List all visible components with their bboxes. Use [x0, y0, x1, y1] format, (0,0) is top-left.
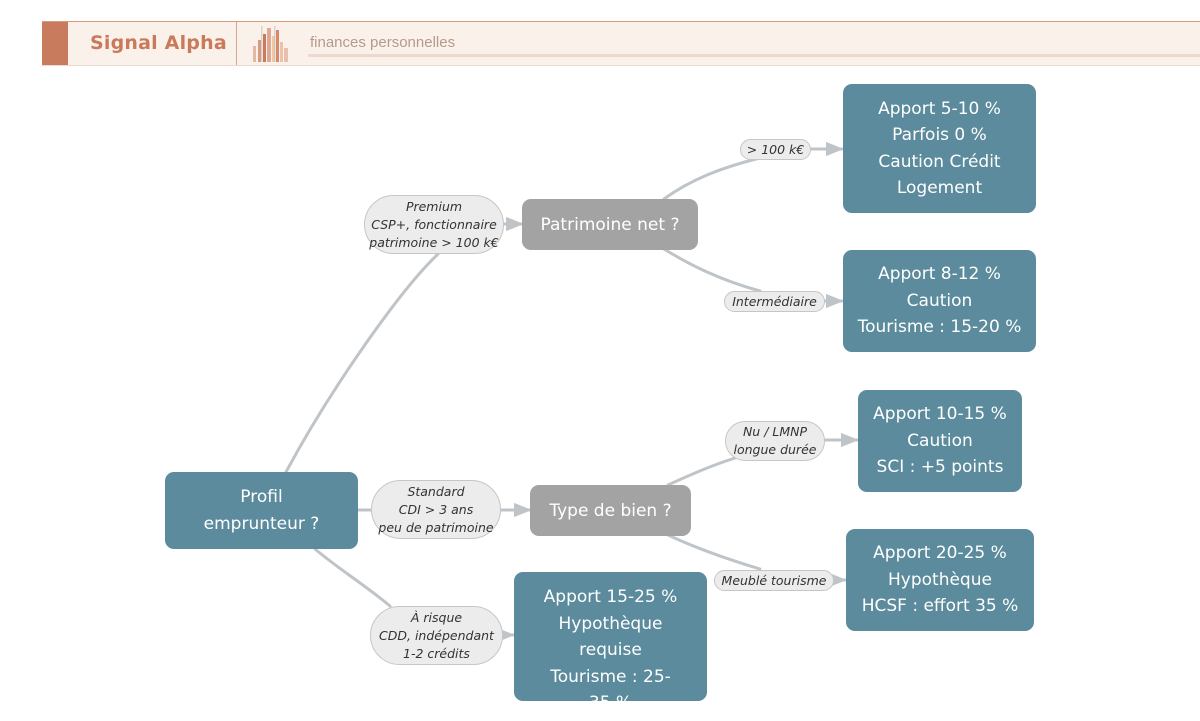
edge-root-risque — [313, 547, 392, 608]
header-rule — [308, 54, 1200, 57]
outcome-node-premium-high[interactable]: Apport 5-10 % Parfois 0 % Caution Crédit… — [843, 84, 1036, 213]
edge-label-sup-100k: > 100 k€ — [740, 139, 811, 160]
edge-typebien-nu — [666, 456, 737, 487]
brand-accent-bar — [42, 22, 68, 65]
outcome-node-standard-nu[interactable]: Apport 10-15 % Caution SCI : +5 points — [858, 390, 1022, 492]
edge-label-premium: Premium CSP+, fonctionnaire patrimoine >… — [364, 195, 504, 254]
edge-typebien-meuble — [666, 533, 762, 571]
outcome-node-standard-meuble[interactable]: Apport 20-25 % Hypothèque HCSF : effort … — [846, 529, 1034, 631]
brand-name[interactable]: Signal Alpha — [90, 32, 227, 54]
edge-patrimoine-100k — [662, 156, 762, 201]
edge-label-standard: Standard CDI > 3 ans peu de patrimoine — [371, 480, 501, 539]
header-tagline: finances personnelles — [310, 34, 456, 51]
outcome-node-premium-mid[interactable]: Apport 8-12 % Caution Tourisme : 15-20 % — [843, 250, 1036, 352]
app-header: Signal Alpha finances personnelles — [42, 21, 1200, 66]
root-node-profil[interactable]: Profil emprunteur ? — [165, 472, 358, 549]
edge-root-premium — [284, 252, 440, 474]
edge-label-meuble-tourisme: Meublé tourisme — [714, 570, 834, 591]
bar-chart-logo-icon — [253, 26, 288, 62]
edge-label-risque: À risque CDD, indépendant 1-2 crédits — [370, 606, 503, 665]
decision-node-type-bien[interactable]: Type de bien ? — [530, 485, 691, 536]
edge-label-intermediaire: Intermédiaire — [724, 291, 825, 312]
outcome-node-risque[interactable]: Apport 15-25 % Hypothèque requise Touris… — [514, 572, 707, 701]
header-divider — [236, 22, 237, 65]
edge-label-nu-lmnp: Nu / LMNP longue durée — [725, 421, 825, 461]
edge-patrimoine-inter — [662, 247, 762, 293]
decision-node-patrimoine[interactable]: Patrimoine net ? — [522, 199, 698, 250]
